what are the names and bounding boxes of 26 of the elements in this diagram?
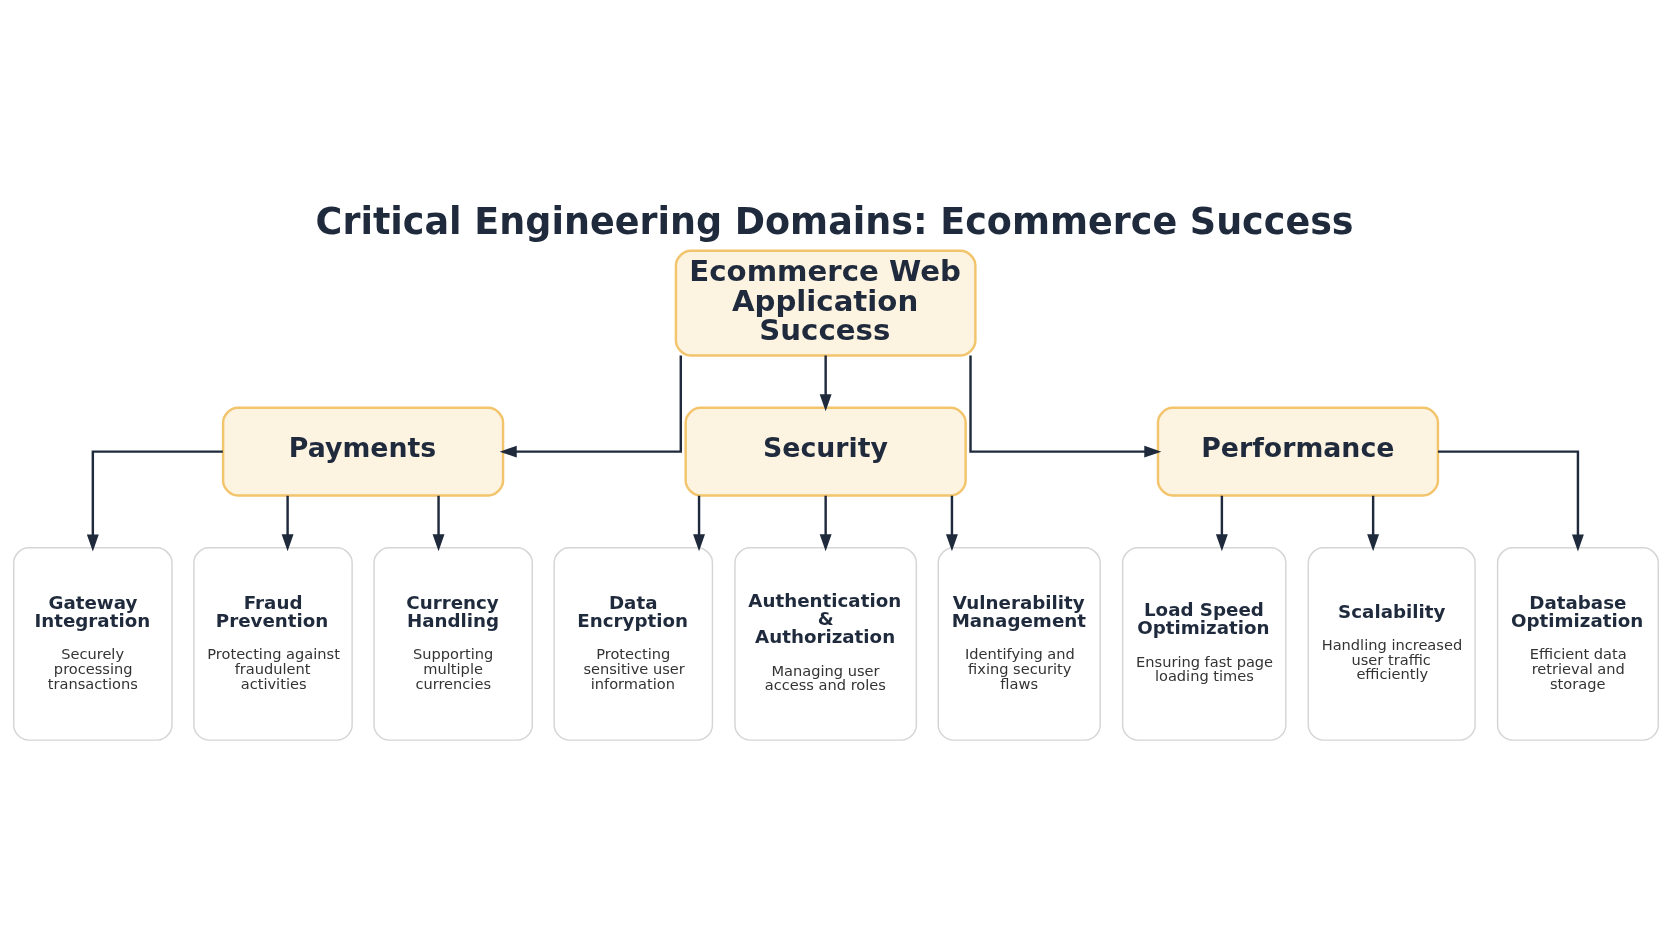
diagram-title: Critical Engineering Domains: Ecommerce Success	[315, 199, 1354, 243]
arrow	[819, 355, 832, 412]
arrow	[969, 355, 1162, 458]
node-box: Vulnerability Management Identifying and fixing security flaws	[937, 547, 1101, 741]
node-box: Data Encryption Protecting sensitive user information	[553, 547, 714, 741]
arrow	[432, 495, 445, 552]
arrow	[1367, 495, 1380, 552]
node-box: Load Speed Optimization Ensuring fast page loading times	[1121, 547, 1287, 741]
node-box: Currency Handling Supporting multiple currencies	[373, 547, 533, 741]
node-box: Authentication & Authorization Managing user access and roles	[734, 547, 918, 741]
arrow	[945, 495, 958, 552]
arrow	[281, 495, 294, 552]
arrow	[693, 495, 706, 552]
node-box: Payments	[221, 406, 505, 497]
arrow	[499, 355, 682, 458]
arrow	[1437, 450, 1584, 552]
node-box: Scalability Handling increased user traffic efficiently	[1307, 547, 1476, 741]
arrow	[819, 495, 832, 552]
arrow	[86, 450, 223, 552]
node-box: Security	[684, 406, 967, 497]
node-box: Performance	[1156, 406, 1440, 497]
node-box: Gateway Integration Securely processing transactions	[13, 547, 173, 741]
arrow	[1215, 495, 1228, 552]
node-box: Fraud Prevention Protecting against fraudulent activities	[193, 547, 353, 741]
node-box: Ecommerce Web Application Success	[674, 249, 977, 357]
node-box: Database Optimization Efficient data retrieval and storage	[1496, 547, 1659, 741]
